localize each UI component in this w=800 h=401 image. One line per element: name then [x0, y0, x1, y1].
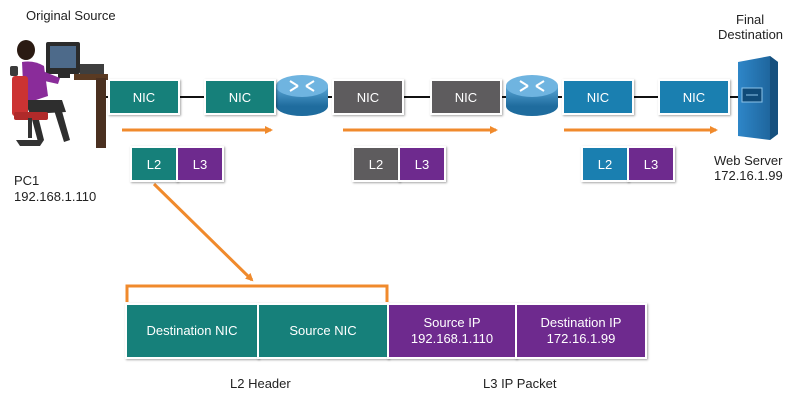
- final-destination-label-1: Final: [736, 12, 765, 27]
- l3-tag: L3: [176, 146, 224, 182]
- router-icon: [506, 75, 558, 116]
- link-nic5-nic6: [634, 96, 660, 98]
- source-ip-value: 192.168.1.110: [410, 331, 494, 346]
- original-source-label: Original Source: [26, 8, 116, 23]
- source-ip-field: Source IP 192.168.1.110: [387, 303, 517, 359]
- nic-box: NIC: [108, 79, 180, 115]
- detail-arrow: [152, 182, 254, 282]
- l2-tag: L2: [581, 146, 629, 182]
- l2-tag: L2: [130, 146, 178, 182]
- source-nic-field: Source NIC: [257, 303, 389, 359]
- destination-ip-value: 172.16.1.99: [546, 331, 616, 346]
- nic-box: NIC: [562, 79, 634, 115]
- l2-tag: L2: [352, 146, 400, 182]
- l3-tag: L3: [627, 146, 675, 182]
- link-router2-nic5: [556, 96, 564, 98]
- pc-user-icon: [10, 40, 108, 148]
- link-nic6-server: [730, 96, 738, 98]
- link-nic3-nic4: [404, 96, 432, 98]
- l2-header-label: L2 Header: [230, 376, 291, 391]
- link-nic4-router2: [502, 96, 508, 98]
- l2-header-bracket: [125, 284, 389, 302]
- nic-box: NIC: [658, 79, 730, 115]
- final-destination-label-2: Destination: [718, 27, 784, 42]
- server-ip-label: 172.16.1.99: [714, 168, 783, 183]
- link-nic1-nic2: [180, 96, 206, 98]
- l3-tag: L3: [398, 146, 446, 182]
- pc-ip-label: 192.168.1.110: [14, 189, 97, 204]
- router-icon: [276, 75, 328, 116]
- link-router1-nic3: [326, 96, 334, 98]
- source-ip-label: Source IP: [423, 315, 481, 330]
- server-icon: [738, 56, 778, 140]
- l3-packet-label: L3 IP Packet: [483, 376, 557, 391]
- nic-box: NIC: [204, 79, 276, 115]
- pc-name-label: PC1: [14, 173, 40, 188]
- destination-ip-field: Destination IP 172.16.1.99: [515, 303, 647, 359]
- nic-box: NIC: [332, 79, 404, 115]
- nic-box: NIC: [430, 79, 502, 115]
- destination-ip-label: Destination IP: [540, 315, 622, 330]
- server-name-label: Web Server: [714, 153, 783, 168]
- destination-nic-field: Destination NIC: [125, 303, 259, 359]
